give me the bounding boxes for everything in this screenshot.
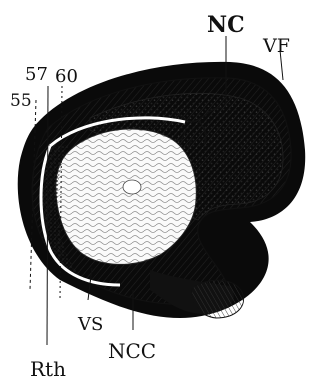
- label-nc: NC: [207, 12, 245, 38]
- label-ncc: NCC: [108, 339, 156, 363]
- core-highlight: [123, 180, 141, 194]
- label-57: 57: [25, 64, 48, 85]
- label-rth: Rth: [30, 357, 66, 379]
- label-55: 55: [10, 91, 32, 111]
- label-60: 60: [55, 66, 78, 87]
- label-vf: VF: [262, 35, 290, 57]
- label-vs: VS: [77, 314, 103, 335]
